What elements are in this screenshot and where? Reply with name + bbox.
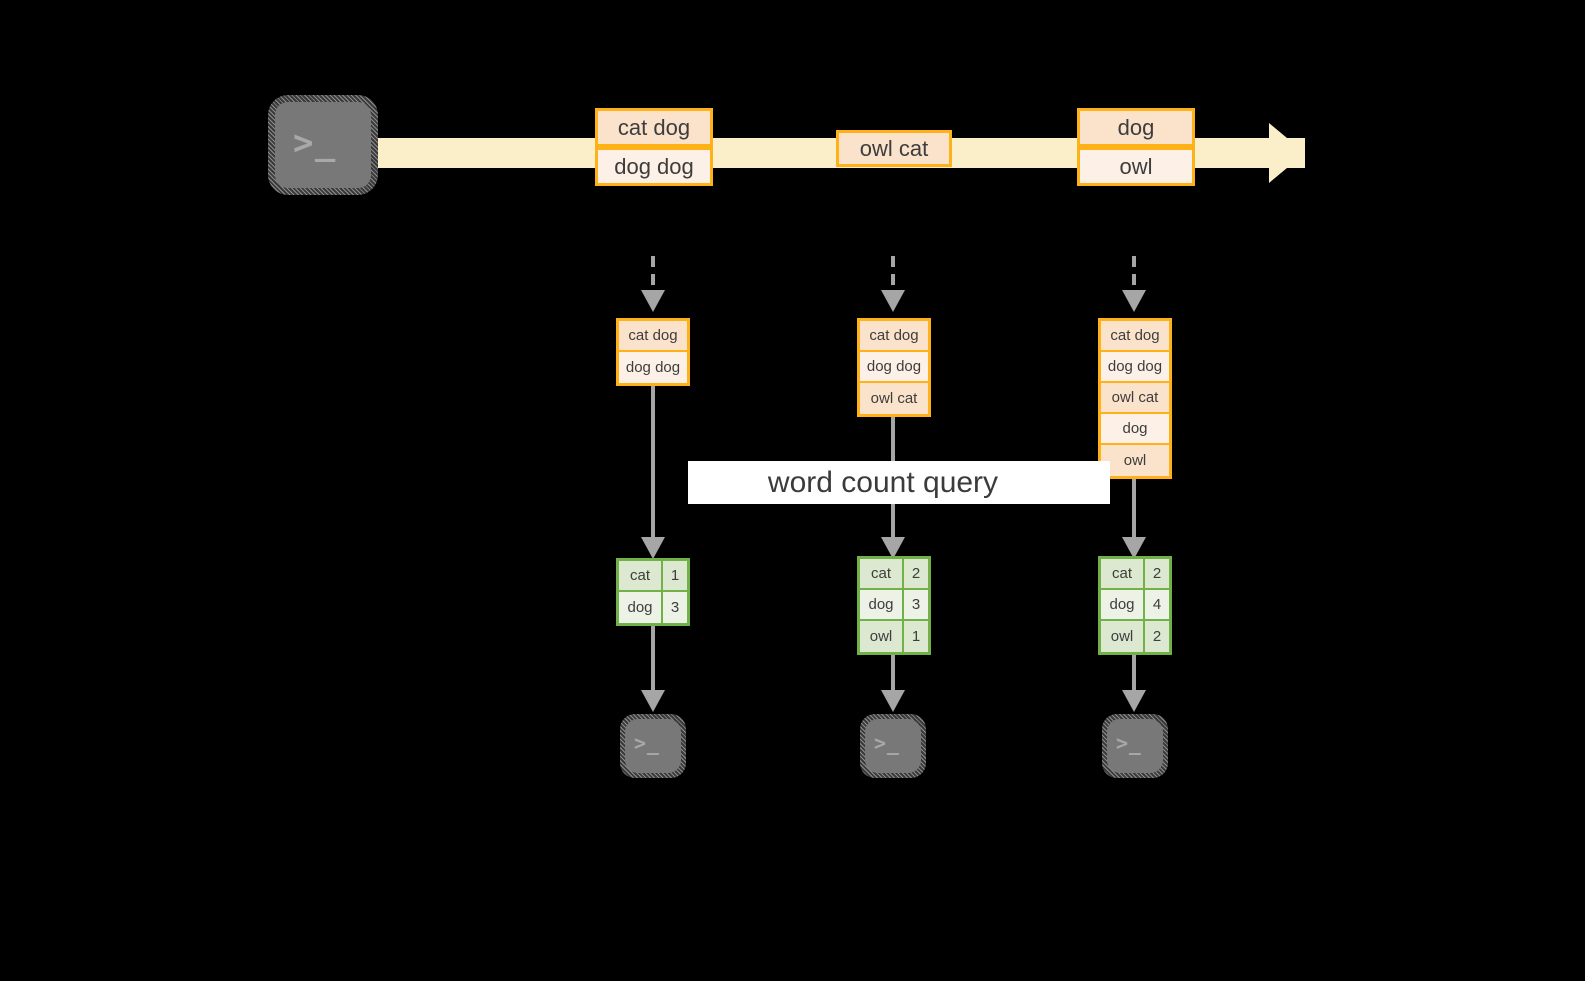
terminal-prompt-glyph: >_ [874,731,900,755]
snapshot-2-sink-terminal-icon: >_ [860,714,926,778]
snapshot-3-sink-arrowhead [1122,690,1146,712]
snapshot-2-sink-arrowhead [881,690,905,712]
result-count: 1 [663,561,687,590]
result-word: owl [860,621,904,652]
table-row: owl 1 [860,621,928,652]
stream-record-dog-dog: dog dog [595,147,713,186]
query-label-banner: word count query [688,461,1110,504]
buffer-row: owl cat [860,383,928,414]
snapshot-2-dashed-connector [891,256,895,292]
result-word: dog [860,590,904,619]
snapshot-1-dashed-connector [651,256,655,292]
snapshot-3-result-table: cat 2 dog 4 owl 2 [1098,556,1172,655]
snapshot-3-dashed-arrowhead [1122,290,1146,312]
terminal-prompt-glyph: >_ [634,731,660,755]
result-word: owl [1101,621,1145,652]
buffer-row: dog dog [860,352,928,383]
stream-record-dog: dog [1077,108,1195,147]
snapshot-1-sink-terminal-icon: >_ [620,714,686,778]
snapshot-3-sink-connector [1132,653,1136,692]
snapshot-1-sink-connector [651,624,655,692]
snapshot-2-query-arrowhead [881,537,905,559]
snapshot-2-buffer: cat dog dog dog owl cat [857,318,931,417]
result-word: dog [619,592,663,623]
table-row: cat 1 [619,561,687,592]
table-row: cat 2 [1101,559,1169,590]
terminal-face [275,102,371,188]
snapshot-1-buffer: cat dog dog dog [616,318,690,386]
buffer-row: cat dog [619,321,687,352]
buffer-row: owl [1101,445,1169,476]
snapshot-1-query-connector [651,384,655,542]
result-word: cat [860,559,904,588]
snapshot-1-dashed-arrowhead [641,290,665,312]
buffer-row: cat dog [860,321,928,352]
table-row: dog 4 [1101,590,1169,621]
result-word: dog [1101,590,1145,619]
buffer-row: dog dog [619,352,687,383]
stream-arrowhead [1269,123,1305,183]
result-count: 2 [1145,559,1169,588]
result-count: 3 [904,590,928,619]
buffer-row: cat dog [1101,321,1169,352]
snapshot-2-dashed-arrowhead [881,290,905,312]
stream-record-cat-dog: cat dog [595,108,713,147]
snapshot-1-query-arrowhead [641,537,665,559]
result-count: 4 [1145,590,1169,619]
stream-record-owl: owl [1077,147,1195,186]
table-row: owl 2 [1101,621,1169,652]
source-terminal-icon: >_ [268,95,378,195]
terminal-prompt-glyph: >_ [293,123,337,163]
terminal-face [625,719,681,773]
result-word: cat [1101,559,1145,588]
snapshot-3-query-arrowhead [1122,537,1146,559]
snapshot-2-result-table: cat 2 dog 3 owl 1 [857,556,931,655]
result-count: 3 [663,592,687,623]
table-row: dog 3 [860,590,928,621]
table-row: cat 2 [860,559,928,590]
query-label-text: word count query [767,465,999,499]
result-count: 2 [904,559,928,588]
buffer-row: dog [1101,414,1169,445]
snapshot-2-sink-connector [891,653,895,692]
terminal-face [1107,719,1163,773]
snapshot-3-buffer: cat dog dog dog owl cat dog owl [1098,318,1172,479]
table-row: dog 3 [619,592,687,623]
snapshot-1-sink-arrowhead [641,690,665,712]
terminal-prompt-glyph: >_ [1116,731,1142,755]
snapshot-3-dashed-connector [1132,256,1136,292]
snapshot-3-sink-terminal-icon: >_ [1102,714,1168,778]
result-count: 1 [904,621,928,652]
result-count: 2 [1145,621,1169,652]
stream-record-owl-cat: owl cat [836,130,952,167]
buffer-row: owl cat [1101,383,1169,414]
snapshot-3-query-connector [1132,477,1136,542]
terminal-face [865,719,921,773]
result-word: cat [619,561,663,590]
snapshot-1-result-table: cat 1 dog 3 [616,558,690,626]
buffer-row: dog dog [1101,352,1169,383]
